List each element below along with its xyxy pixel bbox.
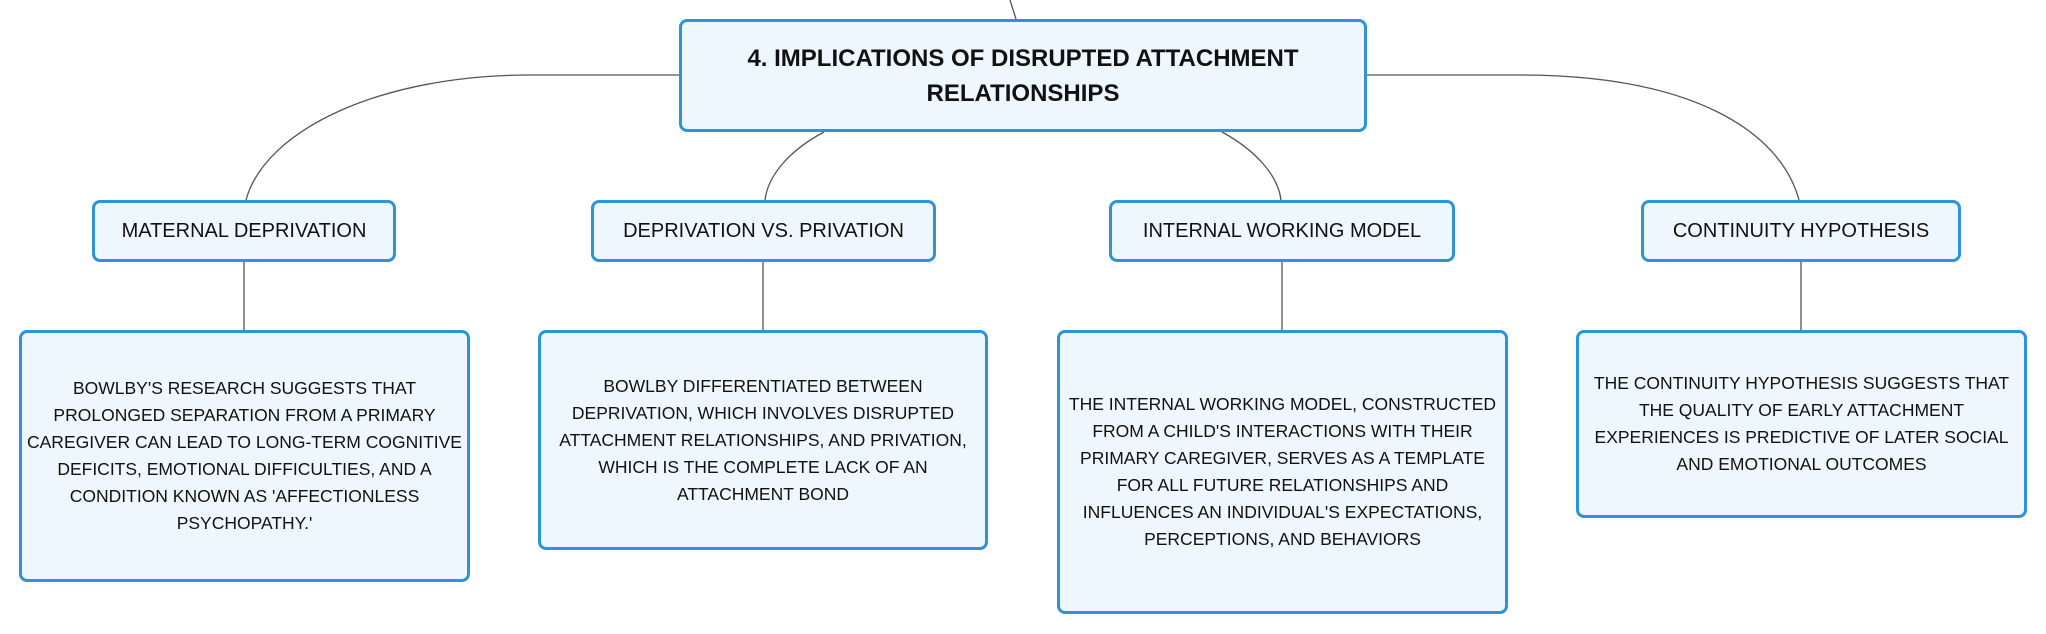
subtopic-internal-working-model-description[interactable]: THE INTERNAL WORKING MODEL, CONSTRUCTED … [1057,330,1508,614]
connector-maternal-deprivation [245,74,679,201]
description-text: THE INTERNAL WORKING MODEL, CONSTRUCTED … [1068,394,1497,549]
root-topic[interactable]: 4. IMPLICATIONS OF DISRUPTED ATTACHMENT … [679,19,1367,132]
topic-label: DEPRIVATION VS. PRIVATION [623,220,904,242]
topic-label: MATERNAL DEPRIVATION [121,220,367,242]
topic-label: CONTINUITY HYPOTHESIS [1672,220,1930,242]
topic-internal-working-model[interactable]: INTERNAL WORKING MODEL [1109,200,1455,262]
topic-deprivation-vs-privation[interactable]: DEPRIVATION VS. PRIVATION [591,200,936,262]
connector-deprivation-vs-privation [764,131,825,201]
connector-internal-working-model [1221,131,1282,201]
subtopic-deprivation-vs-privation-description[interactable]: BOWLBY DIFFERENTIATED BETWEEN DEPRIVATIO… [538,330,988,550]
description-text: BOWLBY'S RESEARCH SUGGESTS THAT PROLONGE… [27,378,462,533]
topic-label: INTERNAL WORKING MODEL [1142,220,1422,242]
description-text: BOWLBY DIFFERENTIATED BETWEEN DEPRIVATIO… [559,375,967,504]
subtopic-continuity-hypothesis-description[interactable]: THE CONTINUITY HYPOTHESIS SUGGESTS THAT … [1576,330,2027,518]
topic-continuity-hypothesis[interactable]: CONTINUITY HYPOTHESIS [1641,200,1961,262]
subtopic-maternal-deprivation-description[interactable]: BOWLBY'S RESEARCH SUGGESTS THAT PROLONGE… [19,330,470,582]
topic-maternal-deprivation[interactable]: MATERNAL DEPRIVATION [92,200,396,262]
root-topic-label: 4. IMPLICATIONS OF DISRUPTED ATTACHMENT … [747,44,1299,107]
connector-root-parent [1009,0,1017,20]
description-text: THE CONTINUITY HYPOTHESIS SUGGESTS THAT … [1593,373,2010,474]
connector-continuity-hypothesis [1367,74,1800,201]
